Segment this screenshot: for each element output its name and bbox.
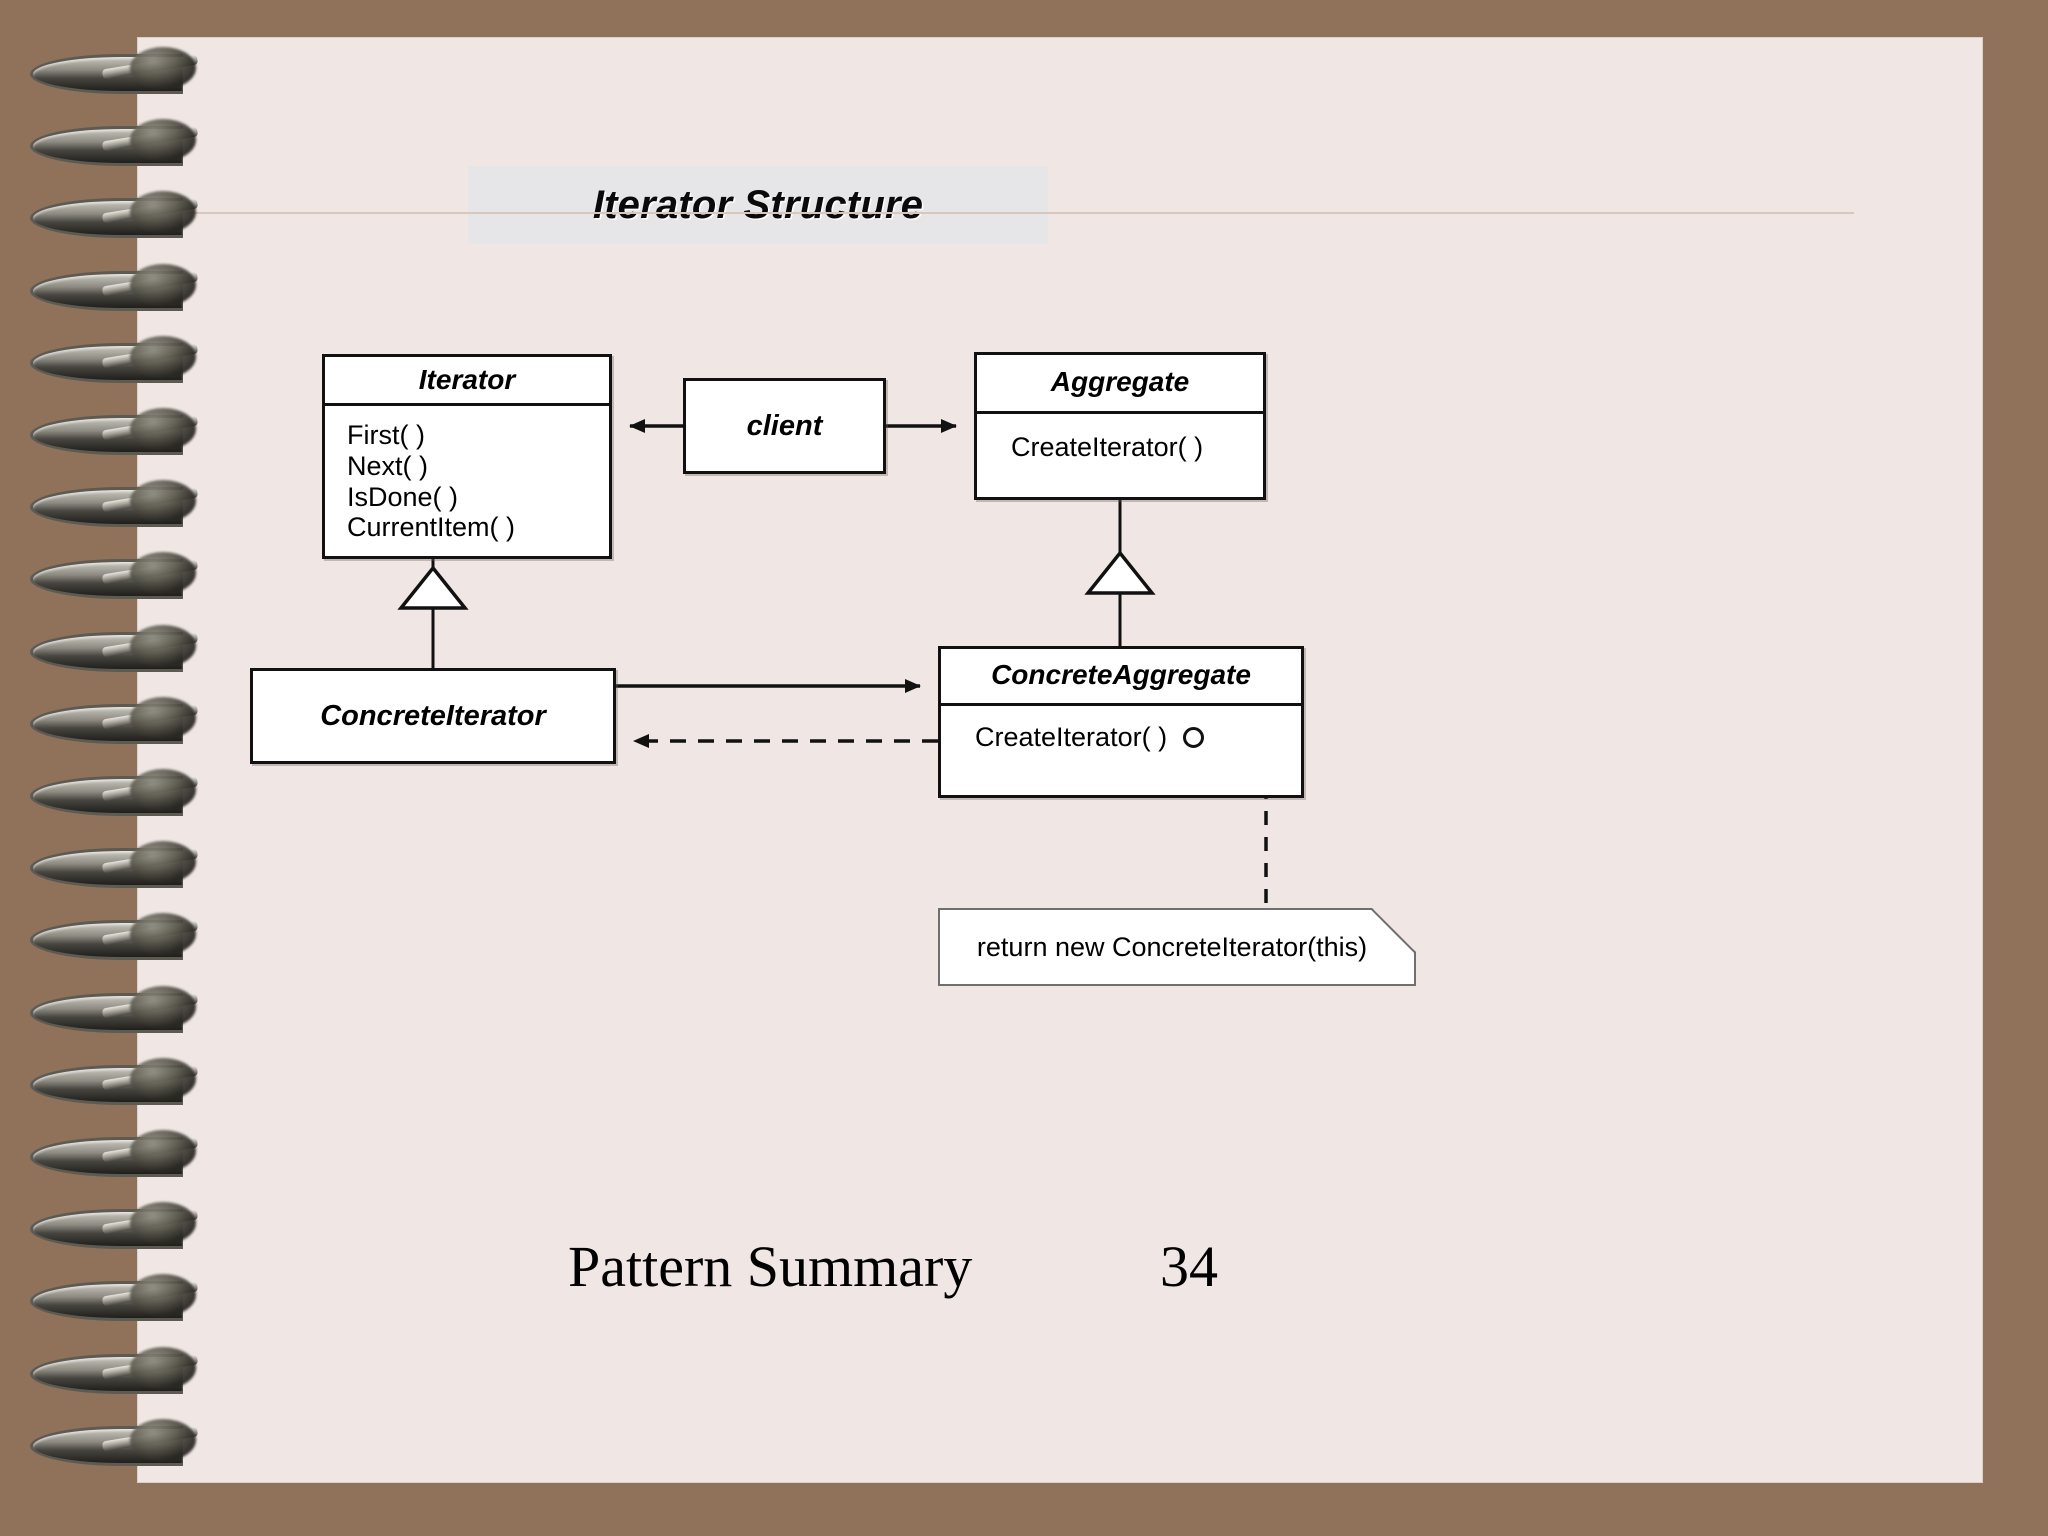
note-text: return new ConcreteIterator(this) [976, 931, 1368, 962]
uml-note: return new ConcreteIterator(this) [938, 908, 1416, 986]
class-box-concreteaggregate[interactable]: ConcreteAggregate CreateIterator( ) [938, 646, 1304, 798]
footer-section-title: Pattern Summary [568, 1234, 973, 1299]
slide-title-banner: Iterator Structure [468, 166, 1048, 244]
note-fold-corner-icon [1372, 908, 1416, 952]
class-divider [977, 411, 1263, 414]
class-box-iterator[interactable]: Iterator First( ) Next( ) IsDone( ) Curr… [322, 354, 612, 559]
relation-concreteiterator-generalizes-iterator [397, 559, 469, 668]
class-operations-aggregate: CreateIterator( ) [977, 414, 1263, 463]
relation-concreteaggregate-generalizes-aggregate [1084, 500, 1156, 646]
operation: First( ) [347, 420, 425, 450]
class-box-concreteiterator[interactable]: ConcreteIterator [250, 668, 616, 764]
title-divider [180, 212, 1854, 214]
hollow-triangle-arrowhead [1084, 550, 1156, 595]
operation: CreateIterator( ) [1011, 432, 1204, 462]
class-name-concreteiterator: ConcreteIterator [320, 699, 546, 732]
class-name-concreteaggregate: ConcreteAggregate [991, 659, 1251, 690]
class-name-aggregate: Aggregate [1050, 366, 1190, 397]
operation: IsDone( ) [347, 481, 459, 512]
note-anchor-circle-icon [1183, 726, 1205, 748]
slide-page: Iterator Structure [138, 38, 1982, 1482]
class-divider [325, 403, 609, 406]
operation: CreateIterator( ) [975, 722, 1168, 752]
footer-page-number: 34 [1160, 1234, 1218, 1299]
page-title: Iterator Structure [592, 182, 924, 227]
class-box-client[interactable]: client [683, 378, 886, 474]
operation: CurrentItem( ) [347, 512, 516, 543]
class-box-aggregate[interactable]: Aggregate CreateIterator( ) [974, 352, 1266, 500]
operation: Next( ) [347, 450, 428, 481]
class-name-client: client [746, 409, 823, 442]
note-paper [938, 908, 1416, 986]
uml-class-diagram: Iterator First( ) Next( ) IsDone( ) Curr… [138, 38, 1982, 1482]
diagram-connectors [397, 419, 1268, 908]
hollow-triangle-arrowhead [397, 565, 469, 610]
class-name-iterator: Iterator [418, 364, 516, 395]
class-operations-concreteaggregate: CreateIterator( ) [941, 706, 1301, 753]
class-operations-iterator: First( ) Next( ) IsDone( ) CurrentItem( … [325, 406, 609, 543]
class-divider [941, 703, 1301, 706]
